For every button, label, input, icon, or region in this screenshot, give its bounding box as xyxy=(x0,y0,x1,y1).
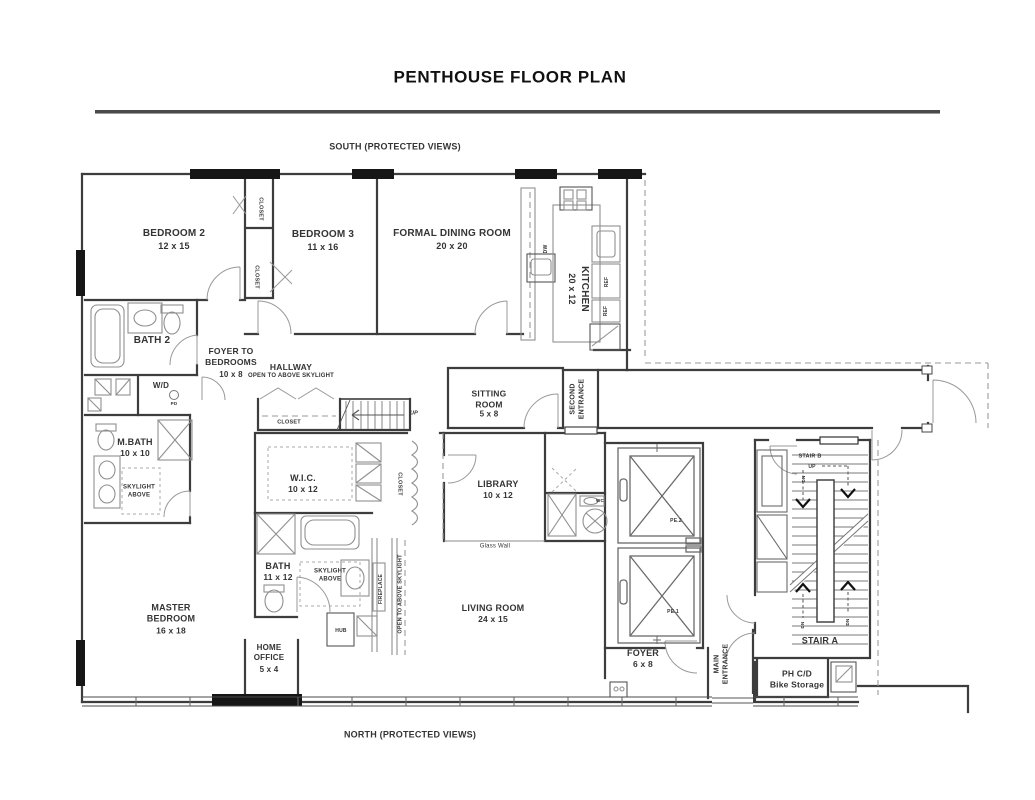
open-sky-strip-label: OPEN TO ABOVE SKYLIGHT xyxy=(397,554,404,634)
skylight-note-mbath: SKYLIGHT ABOVE xyxy=(123,484,155,499)
up-label-stair-b: UP xyxy=(808,463,816,470)
closet-label-a: CLOSET xyxy=(257,197,264,221)
up-label-hall-stair: UP xyxy=(409,410,419,417)
room-wic: W.I.C.10 x 12 xyxy=(288,473,318,495)
stair-b-label: STAIR B xyxy=(798,453,822,460)
room-bath2: BATH 2 xyxy=(133,334,171,346)
south-orientation-label: SOUTH (PROTECTED VIEWS) xyxy=(329,141,461,152)
title-divider xyxy=(95,110,940,114)
pe2-label: PE.2 xyxy=(670,517,682,524)
ref-label-1: REF xyxy=(603,276,610,288)
dn-label-right: DN xyxy=(845,618,851,626)
pd-label: PD xyxy=(170,401,178,407)
pd-fixture xyxy=(169,390,179,400)
closet-label-hall: CLOSET xyxy=(277,419,301,426)
glass-wall-label: Glass Wall xyxy=(479,543,511,550)
wd-label: W/D xyxy=(152,381,170,390)
closet-label-b: CLOSET xyxy=(253,265,260,289)
hub-label: HUB xyxy=(335,627,347,634)
thresholds xyxy=(564,365,933,708)
fireplace-label: FIREPLACE xyxy=(377,573,384,605)
page-title: PENTHOUSE FLOOR PLAN xyxy=(393,67,627,87)
room-stair-a: STAIR A xyxy=(801,635,839,646)
pe1-label: PE.1 xyxy=(667,608,679,615)
ref-label-2: REF xyxy=(602,305,609,317)
dashed-boundaries xyxy=(262,180,989,695)
elevators xyxy=(617,444,702,644)
door-swings xyxy=(163,195,977,674)
dw-label: DW xyxy=(542,244,549,254)
hall-stair xyxy=(336,398,411,431)
dn-label-left: DN xyxy=(800,621,806,629)
skylight-note-bath: SKYLIGHT ABOVE xyxy=(314,568,346,583)
dn-label-top: DN xyxy=(801,475,807,483)
closet-label-wic: CLOSET xyxy=(396,472,403,496)
walls xyxy=(80,172,970,714)
fixtures xyxy=(87,186,857,698)
stair-a xyxy=(756,449,869,645)
wc-label: WC xyxy=(596,498,604,504)
north-orientation-label: NORTH (PROTECTED VIEWS) xyxy=(343,729,477,740)
